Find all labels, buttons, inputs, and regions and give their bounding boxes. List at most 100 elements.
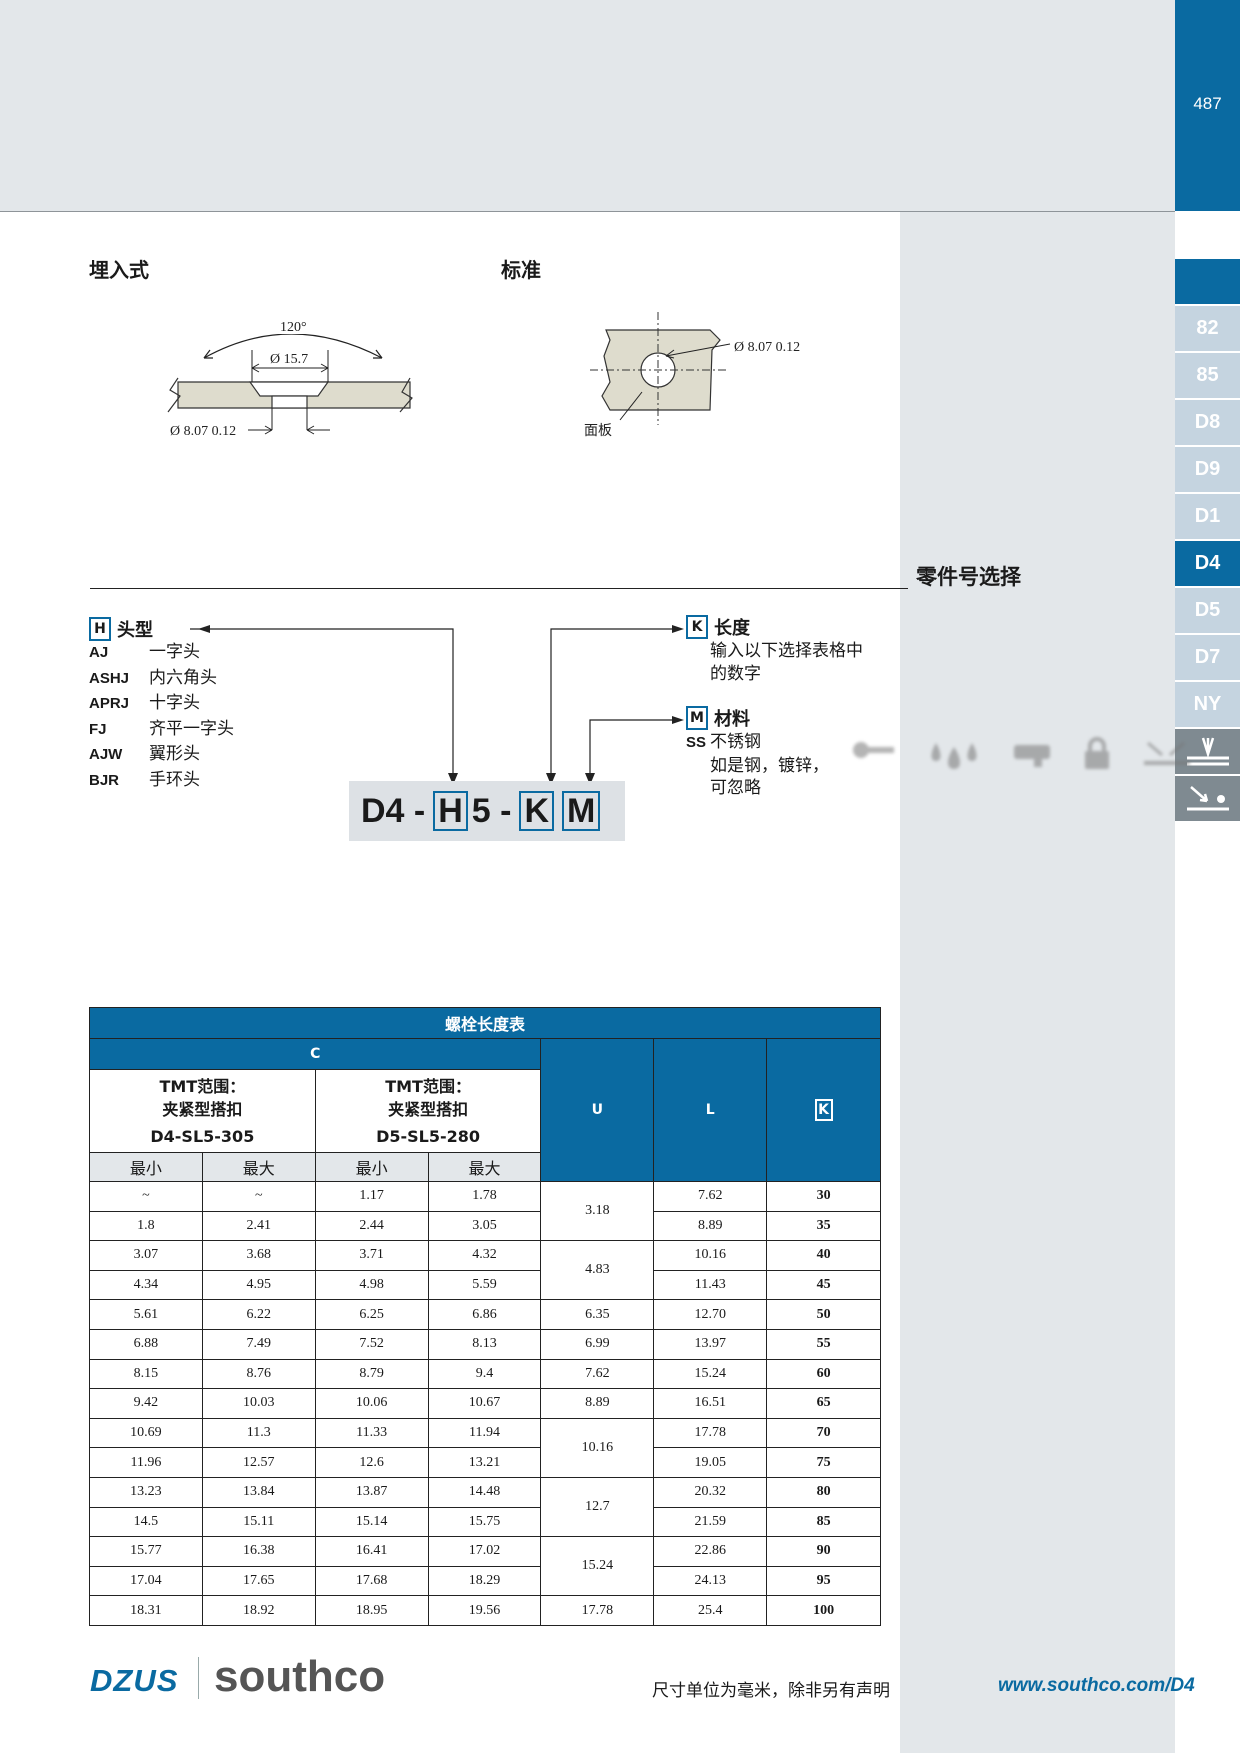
k-cell: 40 xyxy=(766,1240,881,1271)
c-min-d5-cell: 10.06 xyxy=(314,1388,429,1419)
k-cell: 70 xyxy=(766,1417,881,1449)
l-cell: 13.97 xyxy=(653,1328,768,1360)
l-cell: 22.86 xyxy=(653,1536,768,1567)
pn-m-box: M xyxy=(562,791,601,831)
c-max-d4-cell: 15.11 xyxy=(201,1506,316,1538)
page-number: 487 xyxy=(1193,94,1222,113)
u-cell: 17.78 xyxy=(540,1595,655,1626)
side-tab-d1[interactable]: D1 xyxy=(1175,494,1240,539)
c-min-d5-cell: 6.25 xyxy=(314,1299,429,1330)
c-min-d5-cell: 3.71 xyxy=(314,1240,429,1271)
l-cell: 7.62 xyxy=(653,1181,768,1212)
side-tab-82[interactable]: 82 xyxy=(1175,306,1240,351)
c-max-d5-cell: 6.86 xyxy=(427,1299,542,1330)
k-cell: 75 xyxy=(766,1447,881,1478)
seal-icon[interactable] xyxy=(1175,776,1240,821)
l-header: L xyxy=(653,1038,768,1182)
selection-rule xyxy=(90,588,908,589)
side-tab-blank[interactable] xyxy=(1175,259,1240,304)
u-cell: 3.18 xyxy=(540,1180,655,1242)
u-cell: 12.7 xyxy=(540,1476,655,1538)
min-header: 最小 xyxy=(314,1152,429,1182)
surface-icon xyxy=(1144,741,1190,765)
side-tab-ny[interactable]: NY xyxy=(1175,682,1240,727)
k-cell: 85 xyxy=(766,1506,881,1538)
pn-h-box: H xyxy=(433,791,468,831)
k-cell: 95 xyxy=(766,1565,881,1597)
c-max-d4-cell: 10.03 xyxy=(201,1388,316,1419)
c-max-d4-cell: ~ xyxy=(201,1181,316,1212)
side-tab-85[interactable]: 85 xyxy=(1175,353,1240,398)
footer-url[interactable]: www.southco.com/D4 xyxy=(998,1675,1195,1696)
water-drops-icon xyxy=(931,743,977,769)
c-min-d4-cell: 13.23 xyxy=(89,1476,203,1508)
k-cell: 90 xyxy=(766,1536,881,1567)
u-cell: 10.16 xyxy=(540,1417,655,1478)
l-cell: 8.89 xyxy=(653,1210,768,1242)
logo-divider xyxy=(198,1657,199,1699)
k-cell: 100 xyxy=(766,1595,881,1626)
c-max-d4-cell: 7.49 xyxy=(201,1328,316,1360)
c-max-d4-cell: 4.95 xyxy=(201,1269,316,1301)
panel-label: 面板 xyxy=(584,423,612,439)
padlock-icon xyxy=(1085,737,1109,769)
length-note: 输入以下选择表格中 的数字 xyxy=(710,641,863,684)
c-min-d4-cell: ~ xyxy=(89,1181,203,1212)
flush-mount-icon[interactable] xyxy=(1175,729,1240,774)
l-cell: 19.05 xyxy=(653,1447,768,1478)
side-tab-d4[interactable]: D4 xyxy=(1175,541,1240,586)
c-max-d5-cell: 17.02 xyxy=(427,1536,542,1567)
dzus-logo: DZUS xyxy=(90,1663,179,1698)
side-tab-d9[interactable]: D9 xyxy=(1175,447,1240,492)
pn-k-box: K xyxy=(519,791,555,831)
c-header: C xyxy=(88,1038,542,1070)
c-min-d4-cell: 1.8 xyxy=(89,1210,203,1242)
side-nav: 82 85 D8 D9 D1 D4 D5 D7 NY xyxy=(1175,259,1240,823)
l-cell: 10.16 xyxy=(653,1240,768,1271)
length-code-box: K xyxy=(686,615,708,639)
c-max-d4-cell: 6.22 xyxy=(201,1299,316,1330)
side-tab-d7[interactable]: D7 xyxy=(1175,635,1240,680)
header-band xyxy=(0,0,1175,212)
c-max-d5-cell: 10.67 xyxy=(427,1388,542,1419)
k-cell: 80 xyxy=(766,1476,881,1508)
k-cell: 50 xyxy=(766,1299,881,1330)
angle-label: 120° xyxy=(280,320,307,335)
material-code-box: M xyxy=(686,706,708,730)
flush-mount-diagram: 120° Ø 15.7 Ø 8.07 0.12 xyxy=(167,318,413,439)
side-tab-d8[interactable]: D8 xyxy=(1175,400,1240,445)
c-min-d4-cell: 17.04 xyxy=(89,1565,203,1597)
c-min-d5-cell: 13.87 xyxy=(314,1476,429,1508)
side-tab-d5[interactable]: D5 xyxy=(1175,588,1240,633)
c-max-d5-cell: 13.21 xyxy=(427,1447,542,1478)
l-cell: 25.4 xyxy=(653,1595,768,1626)
c-min-d5-cell: 4.98 xyxy=(314,1269,429,1301)
c-max-d4-cell: 2.41 xyxy=(201,1210,316,1242)
c-min-d5-cell: 17.68 xyxy=(314,1565,429,1597)
head-section-title: H 头型 xyxy=(89,616,153,642)
right-panel xyxy=(900,212,1175,1753)
length-section-title: K 长度 xyxy=(686,614,750,640)
max-header: 最大 xyxy=(427,1152,542,1182)
u-cell: 8.89 xyxy=(540,1388,655,1419)
c-min-d4-cell: 8.15 xyxy=(89,1358,203,1390)
c-max-d4-cell: 18.92 xyxy=(201,1595,316,1626)
std-hole-label: Ø 8.07 0.12 xyxy=(734,340,800,355)
k-cell: 65 xyxy=(766,1388,881,1419)
lock-key-icon xyxy=(1014,745,1050,767)
c-max-d4-cell: 3.68 xyxy=(201,1240,316,1271)
page-number-tab: 487 xyxy=(1175,0,1240,211)
l-cell: 21.59 xyxy=(653,1506,768,1538)
k-cell: 30 xyxy=(766,1181,881,1212)
